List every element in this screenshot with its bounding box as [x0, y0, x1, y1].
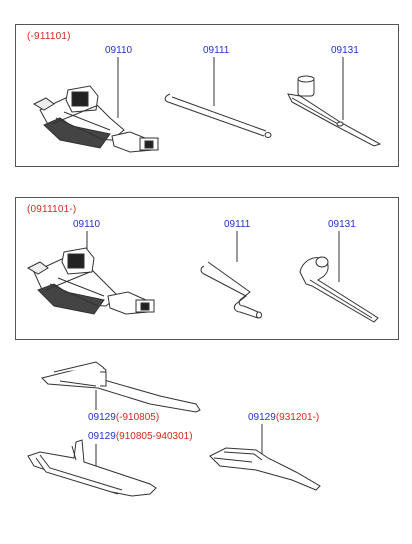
jack-handle-rod-icon — [165, 94, 271, 138]
tool-bag-range: (-910805) — [115, 412, 160, 423]
part-code-jack[interactable]: 09110 — [73, 219, 101, 230]
scissor-jack-icon — [34, 86, 158, 152]
part-code-handle[interactable]: 09111 — [203, 45, 230, 56]
tool-bag-code: 09129 — [88, 431, 116, 442]
tool-bag-code: 09129 — [248, 412, 276, 423]
lug-wrench-icon — [300, 257, 378, 322]
crank-handle-icon — [201, 262, 262, 318]
tool-bag-range: (931201-) — [275, 412, 320, 423]
part-code-jack[interactable]: 09110 — [105, 45, 133, 56]
tool-bag-folded-icon — [42, 362, 200, 412]
part-code-wrench[interactable]: 09131 — [328, 219, 356, 230]
scissor-jack-icon — [28, 248, 154, 314]
tool-bag-label-late[interactable]: 09129(931201-) — [248, 412, 319, 423]
tool-bag-label-mid[interactable]: 09129(910805-940301) — [88, 431, 193, 442]
part-code-handle[interactable]: 09111 — [224, 219, 251, 230]
tool-bag-range: (910805-940301) — [115, 431, 193, 442]
lug-wrench-icon — [288, 76, 380, 146]
tool-bag-flat-icon — [210, 448, 320, 490]
panel-title: (-911101) — [27, 31, 71, 42]
panel-title: (0911101-) — [27, 204, 77, 215]
part-code-wrench[interactable]: 09131 — [331, 45, 359, 56]
tool-bag-code: 09129 — [88, 412, 116, 423]
tool-tray-icon — [28, 440, 156, 496]
tool-bag-label-early[interactable]: 09129(-910805) — [88, 412, 159, 423]
